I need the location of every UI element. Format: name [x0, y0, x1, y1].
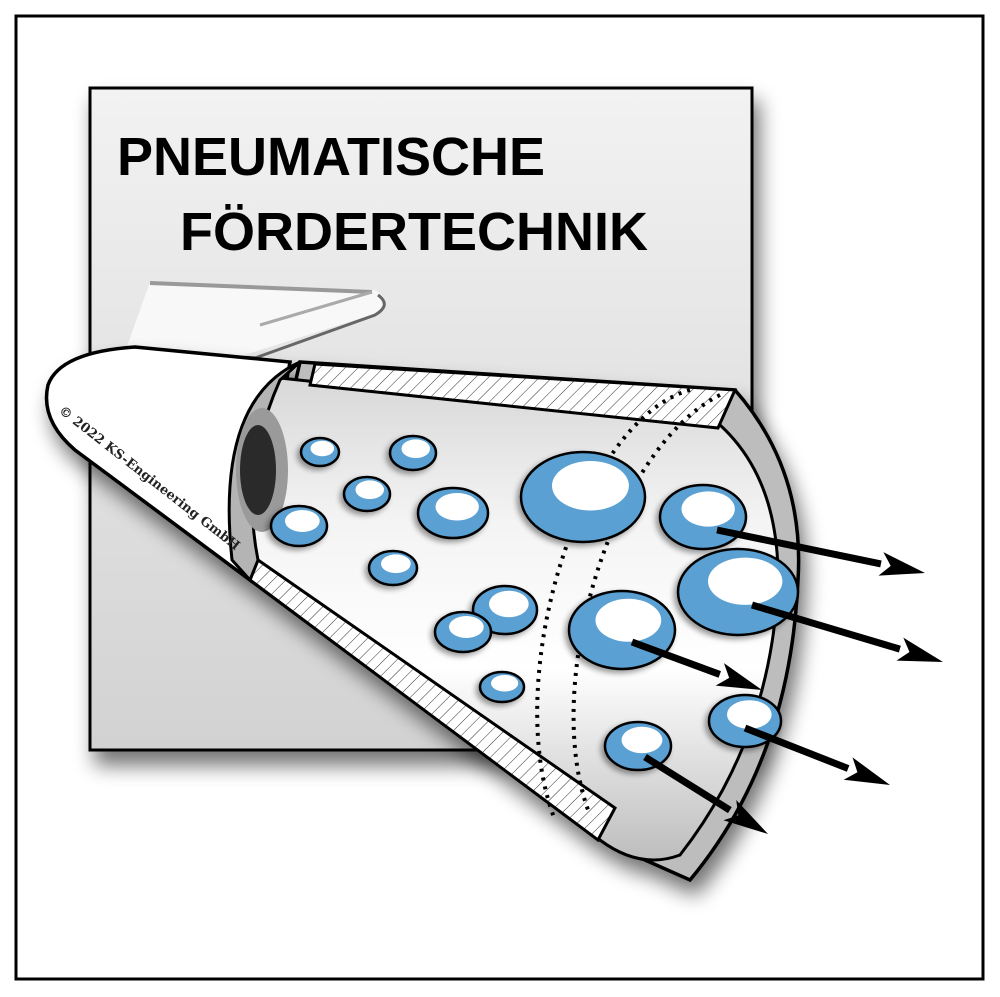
flow-arrow-icon [743, 724, 890, 785]
flow-arrow-icon [750, 601, 943, 662]
particle-bubble [519, 450, 647, 544]
title-line-1: PNEUMATISCHE [117, 127, 545, 187]
particle-bubble [658, 483, 748, 551]
top-wall-hatch [308, 362, 738, 430]
flow-arrow-icon [716, 526, 925, 576]
flow-arrows [630, 526, 943, 834]
particle-bubble [342, 475, 392, 513]
particle-bubble [433, 610, 493, 654]
particle-bubble [269, 504, 329, 548]
flow-arrow-icon [630, 638, 762, 690]
particle-bubble [388, 434, 438, 472]
particle-bubble [299, 436, 341, 468]
particle-bubble [367, 549, 419, 587]
particle-bubble [478, 670, 526, 704]
particle-bubble [676, 547, 800, 637]
title-line-2: FÖRDERTECHNIK [180, 202, 648, 262]
dotted-section-inner [571, 393, 721, 816]
pipe-opening-dark [240, 425, 276, 515]
particle-bubble [416, 486, 490, 540]
particle-bubble [567, 589, 677, 671]
particles [269, 434, 800, 772]
particle-bubble [603, 720, 673, 772]
flow-arrow-icon [643, 754, 768, 834]
particle-bubble [471, 584, 539, 636]
